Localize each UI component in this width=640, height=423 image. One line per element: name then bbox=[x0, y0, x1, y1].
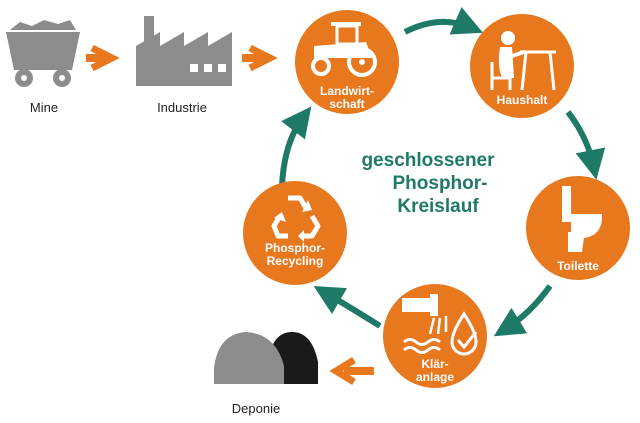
node-recycling: Phosphor- Recycling bbox=[243, 181, 347, 285]
arrow-household-to-toilet bbox=[565, 110, 606, 180]
toilet-icon bbox=[562, 186, 602, 252]
arrow-toilet-to-treatment bbox=[493, 284, 553, 337]
treatment-label-1: Klär- bbox=[421, 357, 448, 371]
tractor-icon bbox=[311, 22, 377, 77]
node-household: Haushalt bbox=[470, 14, 574, 118]
arrow-industry-to-agriculture bbox=[242, 44, 278, 72]
treatment-label-2: anlage bbox=[416, 370, 454, 384]
arrow-treatment-to-recycling bbox=[313, 285, 382, 329]
factory-icon bbox=[136, 16, 232, 86]
agriculture-label-2: schaft bbox=[329, 97, 364, 111]
person-at-table-icon bbox=[490, 31, 556, 91]
recycling-icon bbox=[271, 195, 321, 242]
household-label: Haushalt bbox=[497, 93, 548, 107]
agriculture-label-1: Landwirt- bbox=[320, 84, 374, 98]
node-treatment: Klär- anlage bbox=[383, 284, 487, 388]
toilet-label: Toilette bbox=[557, 259, 599, 273]
arrow-treatment-to-landfill bbox=[329, 357, 374, 385]
landfill-mounds-icon bbox=[214, 332, 318, 384]
mine-label: Mine bbox=[30, 100, 58, 115]
svg-text:geschlossener: geschlossener bbox=[361, 150, 495, 171]
landfill-label: Deponie bbox=[232, 401, 280, 416]
arrow-agriculture-to-household bbox=[403, 7, 483, 35]
recycling-label-1: Phosphor- bbox=[265, 241, 325, 255]
node-toilet: Toilette bbox=[526, 176, 630, 280]
wastewater-plant-icon bbox=[402, 294, 478, 356]
recycling-label-2: Recycling bbox=[267, 254, 324, 268]
node-agriculture: Landwirt- schaft bbox=[295, 10, 399, 114]
industry-label: Industrie bbox=[157, 100, 207, 115]
svg-text:Phosphor-: Phosphor- bbox=[393, 173, 488, 194]
mine-cart-icon bbox=[6, 20, 80, 87]
cycle-title: geschlossener Phosphor- Kreislauf bbox=[361, 150, 495, 217]
arrow-mine-to-industry bbox=[86, 44, 120, 72]
arrow-recycling-to-agriculture bbox=[279, 106, 312, 187]
svg-text:Kreislauf: Kreislauf bbox=[397, 196, 479, 217]
